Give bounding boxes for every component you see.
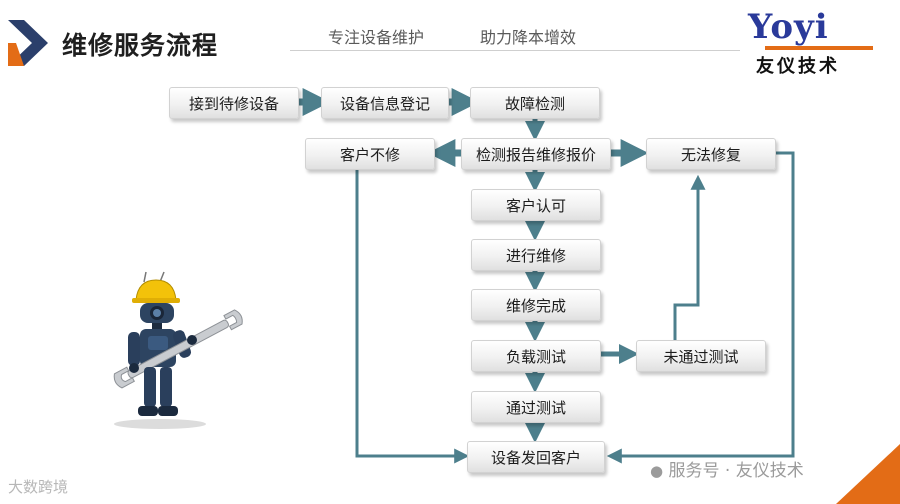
logo-subtitle: 友仪技术 [756,56,840,77]
node-diagnose: 故障检测 [470,87,600,119]
robot-mascot-icon [113,271,243,429]
node-register: 设备信息登记 [321,87,449,119]
corner-accent [836,444,900,504]
node-test-failed: 未通过测试 [636,340,766,372]
logo-underline [765,46,873,50]
node-receive: 接到待修设备 [169,87,299,119]
arrow-norepair-return [355,168,470,464]
watermark-left: 大数跨境 [8,478,69,496]
node-approve: 客户认可 [471,189,601,221]
slogan-right: 助力降本增效 [480,28,577,47]
node-report: 检测报告维修报价 [461,138,611,170]
chevron-arrow-icon [8,20,48,66]
watermark-right-text: 服务号 · 友仪技术 [668,461,804,481]
arrow-cannot-return [606,151,795,464]
arrow-failed-cannot [673,174,706,340]
logo-name: Yoyi [748,7,829,47]
watermark-right: ● 服务号 · 友仪技术 [650,456,804,481]
header-divider [290,50,740,51]
node-cannot-repair: 无法修复 [646,138,776,170]
slogan-left: 专注设备维护 [328,28,425,47]
node-return: 设备发回客户 [467,441,605,473]
node-repair-done: 维修完成 [471,289,601,321]
node-load-test: 负载测试 [471,340,601,372]
node-repairing: 进行维修 [471,239,601,271]
wechat-icon: ● [650,462,664,480]
node-no-repair: 客户不修 [305,138,435,170]
node-test-passed: 通过测试 [471,391,601,423]
page-title: 维修服务流程 [62,31,219,60]
